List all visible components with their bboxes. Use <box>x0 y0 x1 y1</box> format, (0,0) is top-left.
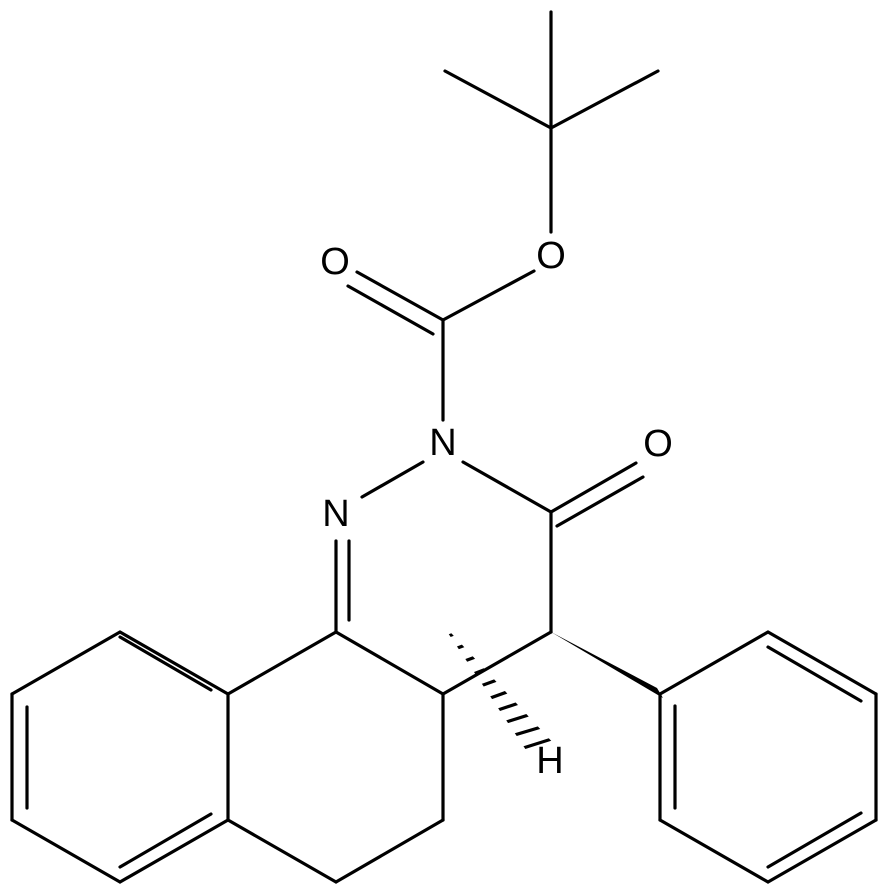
atom-o-ketone: O <box>643 423 673 465</box>
bond-o-carbonyl-c <box>441 269 536 322</box>
fused-benzene-ring <box>10 630 338 884</box>
bond-c-o-double-b <box>346 284 435 336</box>
atom-o-ester: O <box>536 235 566 277</box>
atom-n1: N <box>322 493 349 535</box>
bond-tbu-methyl-right <box>549 69 660 130</box>
wedge-bond-c4-phenyl <box>551 632 663 698</box>
bond-ph-c1-c2 <box>658 630 770 696</box>
bond-ph-c4-c5 <box>766 818 878 884</box>
bond-c5-c6 <box>334 818 445 884</box>
stereo-bonds <box>440 626 663 756</box>
bond-c8-c7 <box>10 818 122 884</box>
tetrahydro-ring <box>226 692 445 884</box>
bond-c-o-double-a <box>355 270 445 322</box>
phenyl-ring <box>658 630 878 884</box>
bond-ph-c4-c5-inner <box>766 811 863 869</box>
boc-carbonyl-group <box>346 269 536 422</box>
bond-c10a-c10 <box>118 630 230 696</box>
bond-c4a-c10b <box>334 630 445 696</box>
bond-c3-o-b <box>555 475 645 528</box>
bond-n2-c3 <box>461 460 553 514</box>
bond-c4-c4a <box>441 630 553 696</box>
atom-h-4a: H <box>536 740 563 782</box>
bond-c10b-c10a <box>226 630 338 696</box>
bond-tbu-methyl-left <box>443 69 553 130</box>
bond-c10a-c10-inner <box>118 635 213 692</box>
bond-c10-c9 <box>10 630 122 696</box>
bond-ph-c2-c3 <box>766 630 878 696</box>
bond-n2-n1 <box>360 460 425 499</box>
atom-n2: N <box>429 422 456 464</box>
bond-ph-c5-c6 <box>658 818 770 884</box>
bond-ph-c2-c3-inner <box>766 645 863 703</box>
bond-c6-c6a <box>226 818 338 884</box>
pyridazinone-ring <box>334 460 645 696</box>
hashed-bond-c4a-h <box>440 626 556 756</box>
bond-c7-c6a-inner <box>118 812 213 869</box>
atom-labels: O O N O N H <box>320 235 673 782</box>
bond-c7-c6a <box>118 818 230 884</box>
atom-o-boc-carbonyl: O <box>320 241 350 283</box>
tert-butyl-group <box>443 10 660 234</box>
bond-c3-o-a <box>549 461 638 514</box>
